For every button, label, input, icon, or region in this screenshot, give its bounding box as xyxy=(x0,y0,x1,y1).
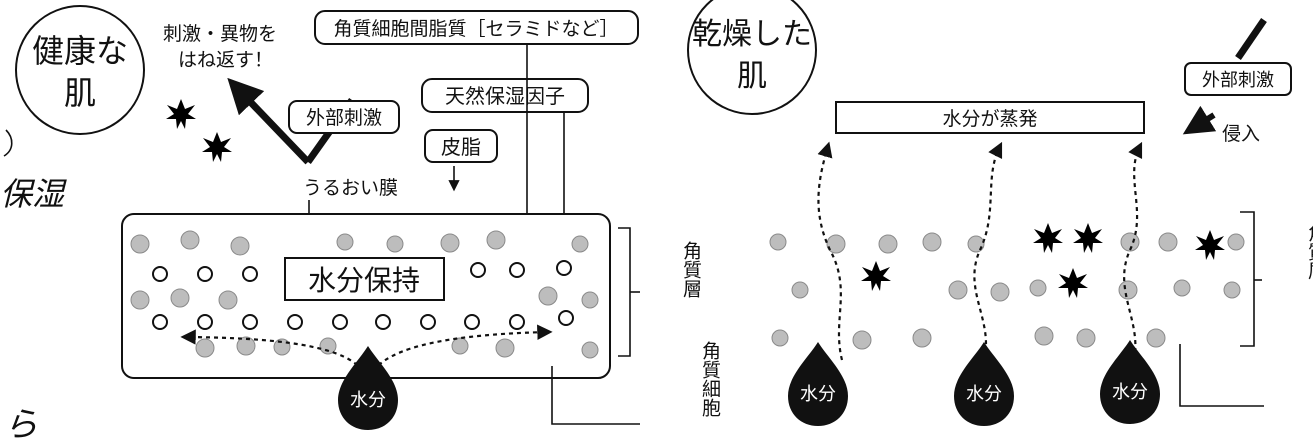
dry-skin-title-line2: 肌 xyxy=(737,59,767,94)
moisture-film-label: うるおい膜 xyxy=(303,177,398,199)
dry-external-stimulus-box xyxy=(1184,62,1292,96)
nmf-label-box xyxy=(421,78,589,113)
irritant-burst-icon xyxy=(166,99,196,129)
margin-note-moisturize: 保湿 xyxy=(0,175,67,213)
intrusion-arrow-icon xyxy=(1182,105,1217,135)
dry-external-stimulus-label: 外部刺激 xyxy=(1202,70,1274,91)
corneocyte-label: 角質細胞 xyxy=(645,341,721,418)
external-stimulus-label-box xyxy=(288,100,400,134)
stratum-corneum-label: 角質層 xyxy=(645,241,702,298)
evaporation-label: 水分が蒸発 xyxy=(942,108,1037,130)
sebum-label-box xyxy=(424,129,498,163)
evaporation-arrow-3 xyxy=(1123,141,1143,361)
dry-water-label-1: 水分 xyxy=(800,384,836,405)
margin-note-ra: ら xyxy=(4,405,38,439)
irritant-burst-icon xyxy=(202,132,232,162)
dry-skin-panel: 乾燥した 肌 水分が蒸発 外部刺激 侵入 xyxy=(687,0,1313,426)
healthy-skin-panel: 保湿 ら 健康な 肌 刺激・異物を はね返す！ 角質細胞間脂質［セラミドなど］ … xyxy=(0,5,721,439)
dry-water-label-2: 水分 xyxy=(966,384,1002,405)
evaporation-box xyxy=(835,101,1145,134)
water-retention-box xyxy=(284,257,445,301)
evaporation-arrow-1 xyxy=(817,141,844,361)
corneocyte-cells xyxy=(130,230,599,359)
intrusion-label: 侵入 xyxy=(1222,123,1260,145)
irritant-burst-icon xyxy=(1033,223,1063,253)
healthy-skin-title-circle xyxy=(15,5,145,135)
nmf-label: 天然保湿因子 xyxy=(445,84,565,108)
intercellular-lipid-label-box xyxy=(314,10,639,45)
healthy-skin-title-line1: 健康な xyxy=(32,32,128,70)
dry-skin-title-line1: 乾燥した xyxy=(692,17,812,52)
stratum-corneum-bracket xyxy=(618,227,631,357)
dry-stratum-corneum-label: 角質層 xyxy=(1270,223,1313,280)
water-drop-label: 水分 xyxy=(350,390,386,411)
irritant-burst-icon xyxy=(1195,230,1225,260)
corneocyte-leader xyxy=(551,366,640,425)
repel-text-line1: 刺激・異物を xyxy=(163,23,277,45)
healthy-skin-title-line2: 肌 xyxy=(64,74,96,112)
ceramide-rings xyxy=(152,260,574,330)
dry-stratum-corneum-bracket xyxy=(1240,211,1255,347)
dry-water-label-3: 水分 xyxy=(1112,382,1148,403)
evaporation-arrow-2 xyxy=(973,141,1003,361)
dry-stimulus-line xyxy=(1235,18,1267,60)
repel-text-line2: はね返す！ xyxy=(178,49,273,71)
irritant-burst-icon xyxy=(1073,223,1103,253)
dry-skin-title-circle xyxy=(687,0,817,115)
irritant-burst-icon xyxy=(1058,268,1088,298)
dry-corneocyte-label: 角質細胞 xyxy=(1270,323,1313,400)
irritant-burst-icon xyxy=(861,261,891,291)
water-retention-label: 水分保持 xyxy=(308,264,420,297)
repel-arrow-icon xyxy=(227,77,311,165)
intercellular-lipid-label: 角質細胞間脂質［セラミドなど］ xyxy=(333,18,618,40)
sebum-label: 皮脂 xyxy=(441,135,481,159)
dry-corneocyte-cells xyxy=(769,232,1245,350)
dry-corneocyte-leader xyxy=(1179,344,1264,407)
external-stimulus-label: 外部刺激 xyxy=(306,107,382,129)
margin-scribble xyxy=(3,129,13,157)
